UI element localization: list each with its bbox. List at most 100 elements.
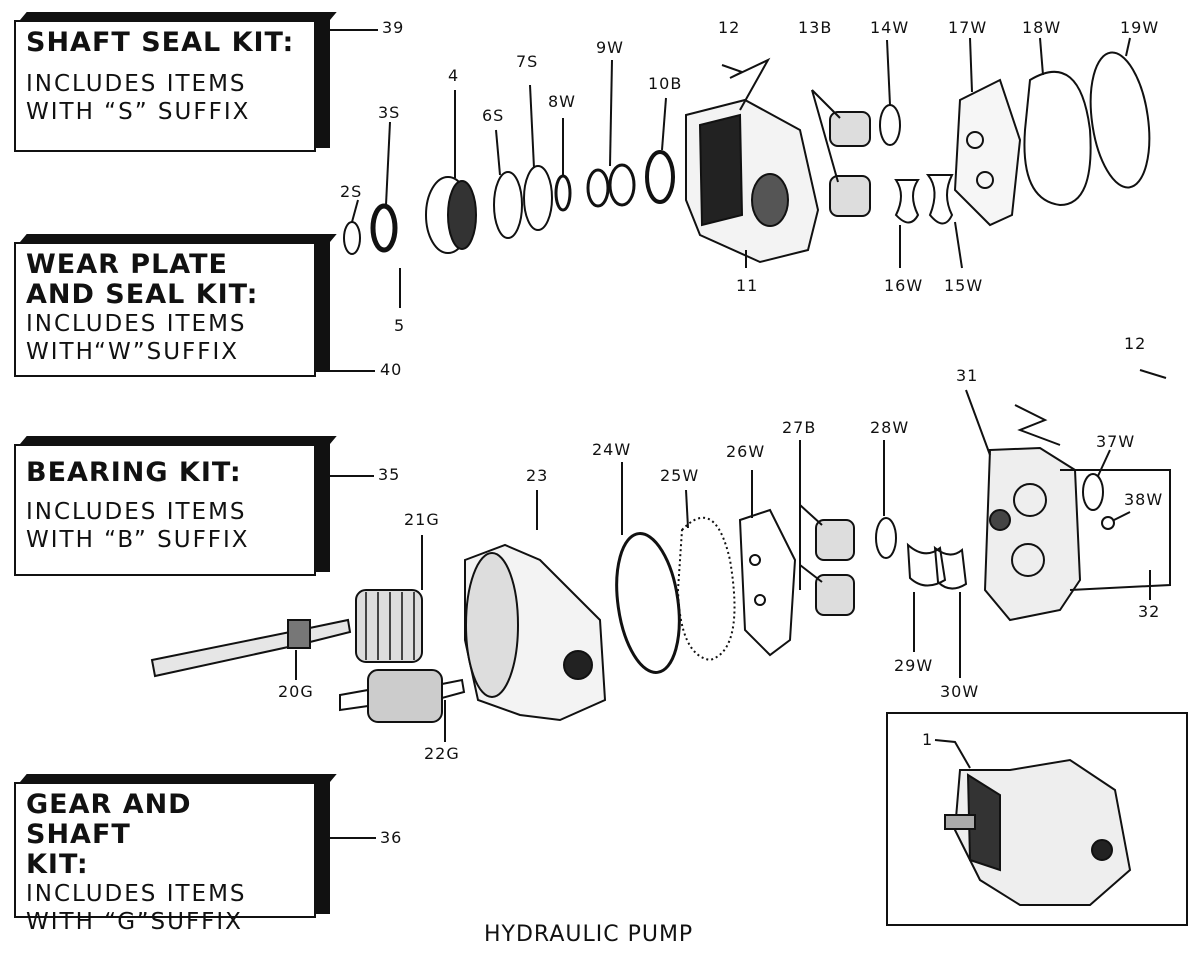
part-21g-gear [355,589,423,663]
leader-13b-a [811,89,841,119]
leader-2s [351,199,359,223]
inset-frame [886,712,1188,926]
part-31-bore-b [1011,543,1045,577]
label-18w: 18W [1022,18,1062,37]
label-21g: 21G [404,510,440,529]
box-right-edge [314,18,330,148]
box-face: GEAR AND SHAFT KIT: INCLUDES ITEMS WITH … [14,782,316,935]
label-12-top: 12 [718,18,741,37]
leader-12b [1139,369,1167,379]
part-19w-oring [1089,51,1151,189]
part-31-bore-a [1013,483,1047,517]
kit-title: SHAFT SEAL KIT: [26,27,295,58]
label-31: 31 [956,366,979,385]
part-9w-seal-a [586,168,610,208]
leader-37w [1097,449,1111,477]
label-6s: 6S [482,106,505,125]
part-27b-bearing-bottom [815,574,855,616]
part-20g-spline [287,619,311,649]
part-29w-seal [906,542,947,587]
part-2s-seal [343,221,361,255]
label-9w: 9W [596,38,624,57]
leader-19w [1125,37,1131,57]
kit-title: GEAR AND SHAFT KIT: [26,789,192,880]
label-26w: 26W [726,442,766,461]
leader-27b-b [799,564,823,583]
part-22g-shaft-right [441,678,466,700]
label-2s: 2S [340,182,363,201]
inset-pump-flange [966,773,1001,872]
kit-description: INCLUDES ITEMS WITH “S” SUFFIX [26,71,251,125]
leader-18w [1039,37,1044,76]
part-27b-bearing-top [815,519,855,561]
label-37w: 37W [1096,432,1136,451]
label-13b: 13B [798,18,833,37]
inset-pump-shaft [944,814,976,830]
label-16w: 16W [884,276,924,295]
label-38w: 38W [1124,490,1164,509]
label-19w: 19W [1120,18,1160,37]
label-23: 23 [526,466,549,485]
leader-10b [661,97,667,151]
part-31-end-cover [983,446,1082,622]
label-17w: 17W [948,18,988,37]
part-38w-ring [1101,516,1115,530]
box-face: BEARING KIT: INCLUDES ITEMS WITH “B” SUF… [14,444,316,576]
label-28w: 28W [870,418,910,437]
label-1: 1 [922,730,934,749]
part-20g-shaft [150,618,352,678]
label-22g: 22G [424,744,460,763]
box-top-edge [20,234,337,242]
leader-31 [965,389,991,456]
part-23-pocket [465,552,519,698]
part-24w-oring [615,532,681,674]
label-30w: 30W [940,682,980,701]
label-27b: 27B [782,418,817,437]
part-11-port [751,173,789,227]
part-10b-bearing [645,150,675,204]
label-14w: 14W [870,18,910,37]
part-15w-seal [925,174,954,225]
kit-box-shaft-seal: SHAFT SEAL KIT: INCLUDES ITEMS WITH “S” … [14,12,337,155]
part-32-housing [1060,469,1171,591]
part-16w-seal [894,179,920,224]
leader-1 [934,739,971,769]
box-right-edge [314,442,330,572]
kit-description: INCLUDES ITEMS WITH“W”SUFFIX [26,311,247,365]
label-32: 32 [1138,602,1161,621]
part-17w-hole-b [976,171,994,189]
part-21g-teeth [365,592,415,660]
leader-13b-b [811,89,839,183]
leader-3s [385,121,391,206]
label-29w: 29W [894,656,934,675]
label-24w: 24W [592,440,632,459]
kit-box-wear-plate: WEAR PLATE AND SEAL KIT: INCLUDES ITEMS … [14,234,337,379]
kit-title: BEARING KIT: [26,457,242,488]
part-7s-oring [523,165,553,231]
kit-title: WEAR PLATE AND SEAL KIT: [26,249,259,310]
part-4-retainer-face [447,180,477,250]
kit-description: INCLUDES ITEMS WITH “G”SUFFIX [26,881,247,935]
label-3s: 3S [378,103,401,122]
part-23-port [563,650,593,680]
leader-25w [685,489,689,529]
leader-6s [495,129,501,176]
part-13b-bearing-top [829,111,871,147]
part-18w-seal [1023,70,1092,207]
part-6s-oring [493,171,523,239]
label-12-right: 12 [1124,334,1147,353]
box-right-edge [314,240,330,372]
part-17w-hole-a [966,131,984,149]
label-5: 5 [394,316,406,335]
leader-27b-a [799,504,823,526]
kit-number-39: 39 [382,18,405,37]
part-26w-hole-b [754,594,766,606]
label-4: 4 [448,66,460,85]
leader-9w [609,59,613,167]
leader-14w [886,39,891,106]
label-10b: 10B [648,74,683,93]
label-11: 11 [736,276,759,295]
kit-number-35: 35 [378,465,401,484]
box-face: WEAR PLATE AND SEAL KIT: INCLUDES ITEMS … [14,242,316,377]
part-22g-gear [367,669,443,723]
